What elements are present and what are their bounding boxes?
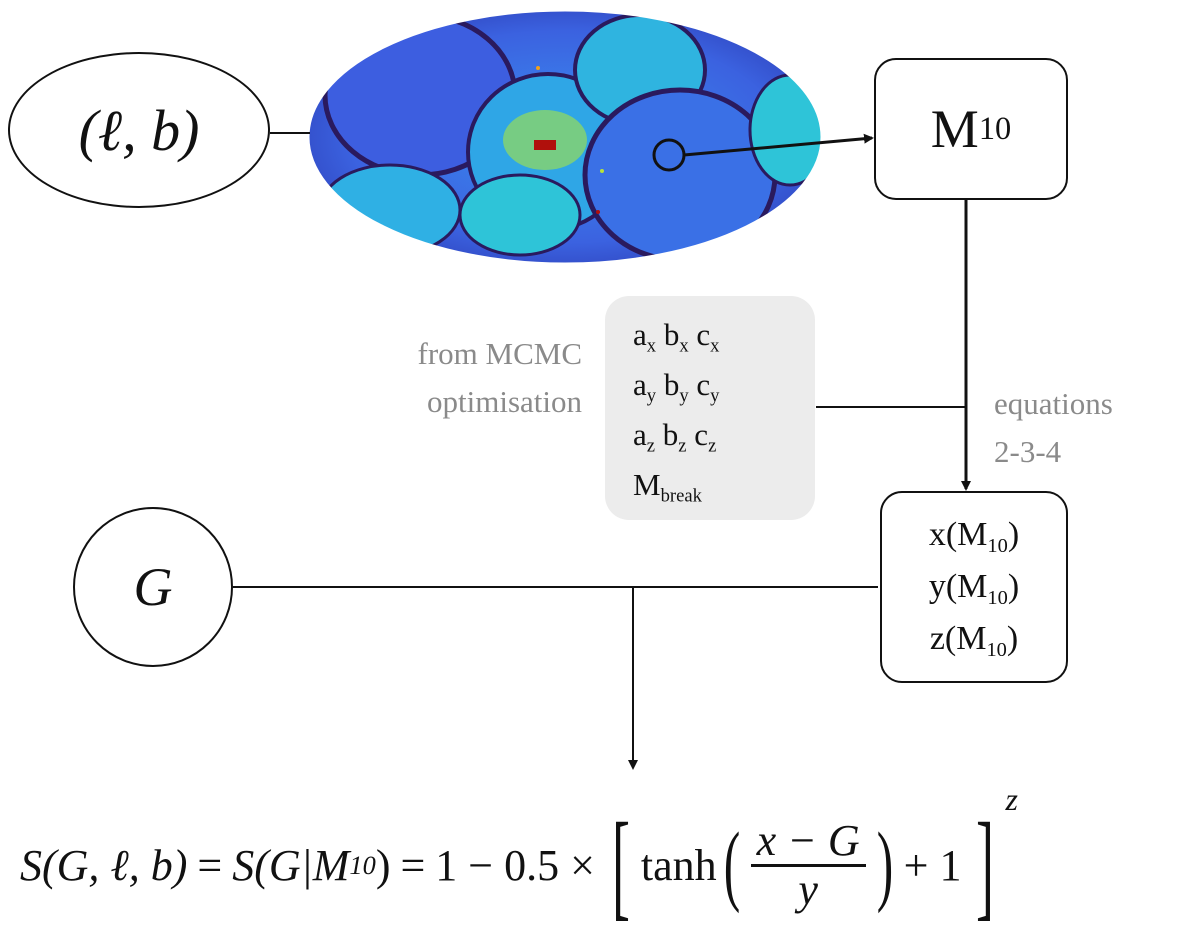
mcmc-annotation: from MCMC optimisation — [340, 330, 583, 426]
function-text: x(M — [928, 516, 988, 553]
function-text: z(M — [929, 620, 987, 657]
function-y: y(M10) — [929, 561, 1019, 613]
sky-dot — [600, 169, 604, 173]
function-text: y(M — [928, 568, 988, 605]
parameters-box: ax bx cx ay by cy az bz cz Mbreak — [605, 296, 815, 520]
sky-region — [748, 73, 821, 187]
function-close: ) — [1006, 620, 1019, 657]
sky-map — [309, 11, 821, 263]
param-b: b — [663, 317, 680, 352]
fraction-numerator: x − G — [750, 817, 866, 867]
param-sub: x — [646, 335, 657, 357]
param-b: b — [662, 417, 679, 452]
function-z: z(M10) — [930, 613, 1018, 665]
formula-exponent: z — [1005, 781, 1018, 817]
param-b: b — [663, 367, 680, 402]
param-row-z: az bz cz — [633, 410, 815, 460]
formula-plus-one: + 1 — [903, 840, 962, 890]
fraction-denominator: y — [798, 864, 818, 914]
param-a: a — [633, 417, 647, 452]
param-c: c — [696, 317, 711, 352]
position-label: (ℓ, b) — [78, 97, 200, 163]
function-x: x(M10) — [929, 509, 1019, 561]
annotation-line: equations — [994, 386, 1113, 421]
sky-region — [458, 173, 582, 257]
right-paren: ) — [876, 815, 893, 914]
param-sub: z — [646, 435, 656, 457]
sky-hotspot — [534, 140, 556, 150]
param-sub: z — [708, 435, 717, 457]
param-sub: y — [679, 385, 689, 407]
annotation-line: from MCMC — [417, 336, 583, 371]
param-sub: z — [678, 435, 687, 457]
param-mbreak: M — [633, 467, 661, 502]
functions-node: x(M10) y(M10) z(M10) — [880, 491, 1068, 683]
function-sub: 10 — [987, 535, 1008, 558]
param-row-break: Mbreak — [633, 460, 815, 510]
param-sub: x — [679, 335, 689, 357]
g-node: G — [73, 507, 233, 667]
param-sub: y — [646, 385, 657, 407]
position-node: (ℓ, b) — [8, 52, 270, 208]
function-close: ) — [1007, 516, 1020, 553]
m10-base: M — [930, 99, 979, 159]
left-paren: ( — [723, 815, 740, 914]
sky-region — [318, 163, 462, 257]
formula-lhs1: S(G, ℓ, b) — [20, 840, 188, 890]
annotation-line: optimisation — [427, 384, 582, 419]
fraction: x − G y — [750, 817, 866, 914]
right-bracket: ] — [976, 798, 995, 931]
g-label: G — [133, 557, 173, 617]
param-a: a — [633, 317, 647, 352]
formula-tanh: tanh — [640, 840, 717, 890]
function-sub: 10 — [987, 587, 1008, 610]
function-close: ) — [1007, 568, 1020, 605]
sky-region — [582, 87, 778, 263]
formula-constant: 1 − 0.5 × — [435, 840, 595, 890]
param-c: c — [696, 367, 711, 402]
sky-dot — [536, 66, 540, 70]
function-sub: 10 — [986, 639, 1007, 662]
formula-equals: = — [400, 840, 426, 890]
param-row-x: ax bx cx — [633, 310, 815, 360]
arrow-map-to-m10 — [683, 133, 874, 157]
annotation-line: 2-3-4 — [994, 434, 1062, 469]
param-sub: x — [710, 335, 720, 357]
sky-dot — [596, 210, 600, 214]
left-bracket: [ — [611, 798, 630, 931]
param-sub: break — [660, 485, 702, 507]
param-row-y: ay by cy — [633, 360, 815, 410]
equations-annotation: equations 2-3-4 — [994, 380, 1113, 476]
param-sub: y — [710, 385, 720, 407]
param-a: a — [633, 367, 647, 402]
formula-lhs2-close: ) — [375, 840, 391, 890]
param-c: c — [694, 417, 709, 452]
formula-equals: = — [197, 840, 223, 890]
formula-lhs2: S(G|M — [232, 840, 350, 890]
